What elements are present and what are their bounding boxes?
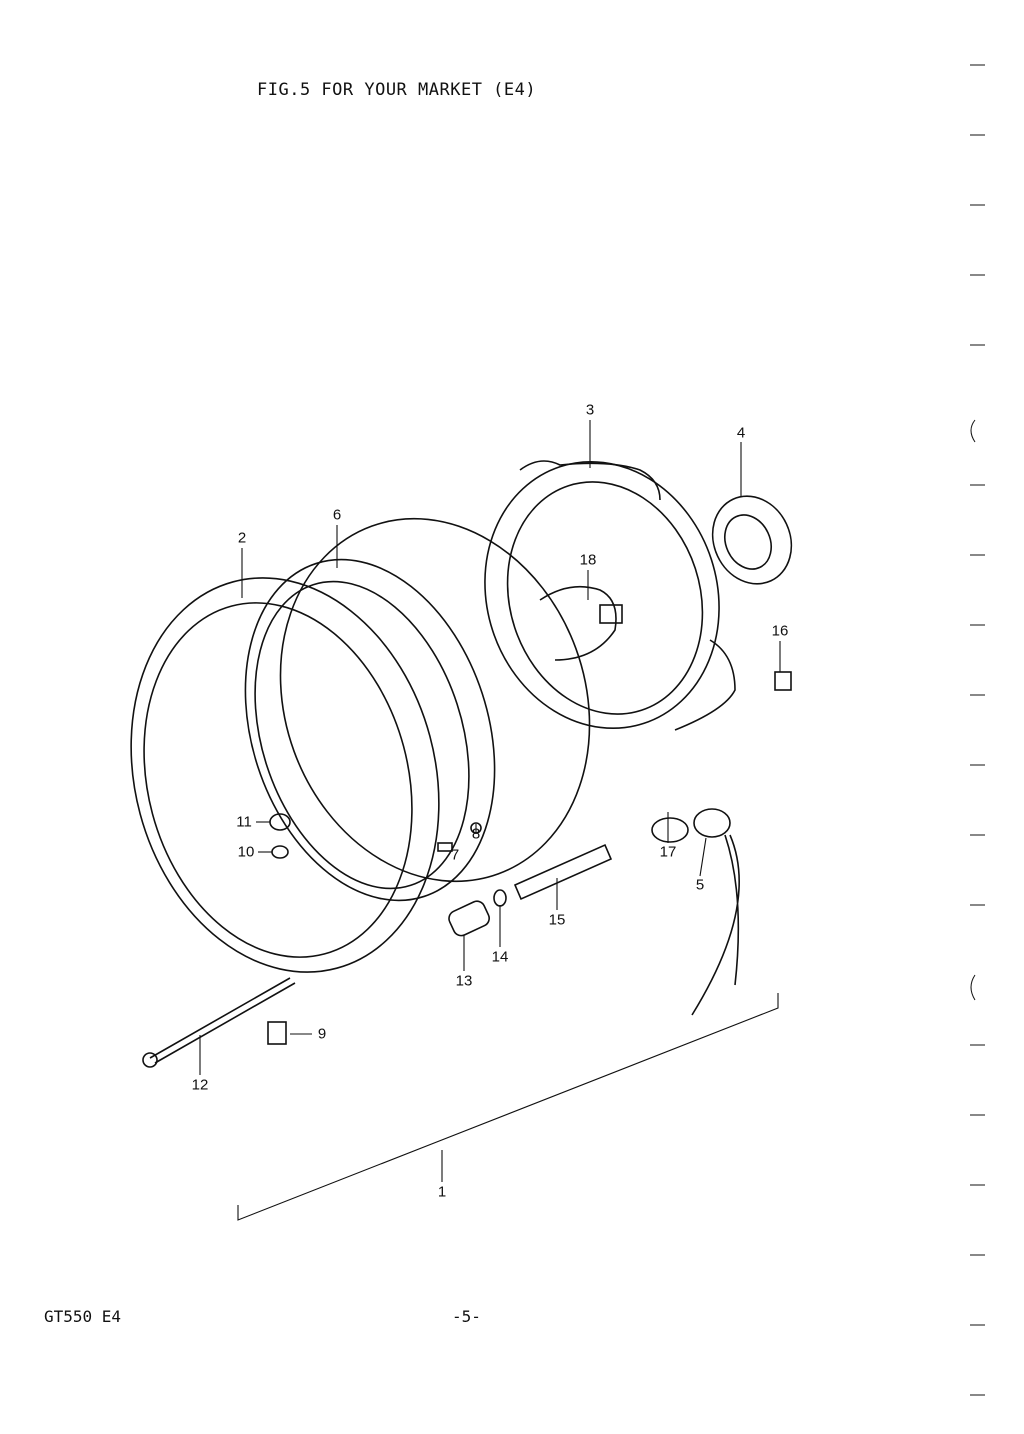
headlight-lens-unit bbox=[244, 517, 591, 902]
footer-page-number: -5- bbox=[452, 1307, 481, 1326]
callout-1: 1 bbox=[437, 1183, 447, 1201]
callout-7: 7 bbox=[450, 846, 460, 864]
callout-12: 12 bbox=[191, 1076, 209, 1094]
headlight-rim bbox=[130, 577, 440, 973]
callout-4: 4 bbox=[736, 424, 746, 442]
callout-14: 14 bbox=[491, 948, 509, 966]
callout-13: 13 bbox=[455, 972, 473, 990]
callout-11: 11 bbox=[236, 813, 252, 831]
callout-18: 18 bbox=[579, 551, 597, 569]
binder-marks bbox=[970, 64, 985, 1396]
callout-3: 3 bbox=[585, 401, 595, 419]
callout-17: 17 bbox=[659, 843, 677, 861]
small-parts bbox=[142, 671, 792, 1068]
callout-9: 9 bbox=[317, 1025, 327, 1043]
callout-5: 5 bbox=[695, 876, 705, 894]
socket-ring bbox=[711, 495, 793, 585]
callout-6: 6 bbox=[332, 506, 342, 524]
callout-10: 10 bbox=[237, 843, 255, 861]
callout-2: 2 bbox=[237, 529, 247, 547]
bulb bbox=[539, 585, 623, 661]
callout-16: 16 bbox=[771, 622, 789, 640]
footer-model: GT550 E4 bbox=[44, 1307, 122, 1326]
figure-title: FIG.5 FOR YOUR MARKET (E4) bbox=[257, 80, 537, 100]
callout-15: 15 bbox=[548, 911, 566, 929]
callout-8: 8 bbox=[471, 825, 481, 843]
headlight-housing bbox=[484, 460, 736, 731]
leader-lines bbox=[199, 420, 781, 1221]
